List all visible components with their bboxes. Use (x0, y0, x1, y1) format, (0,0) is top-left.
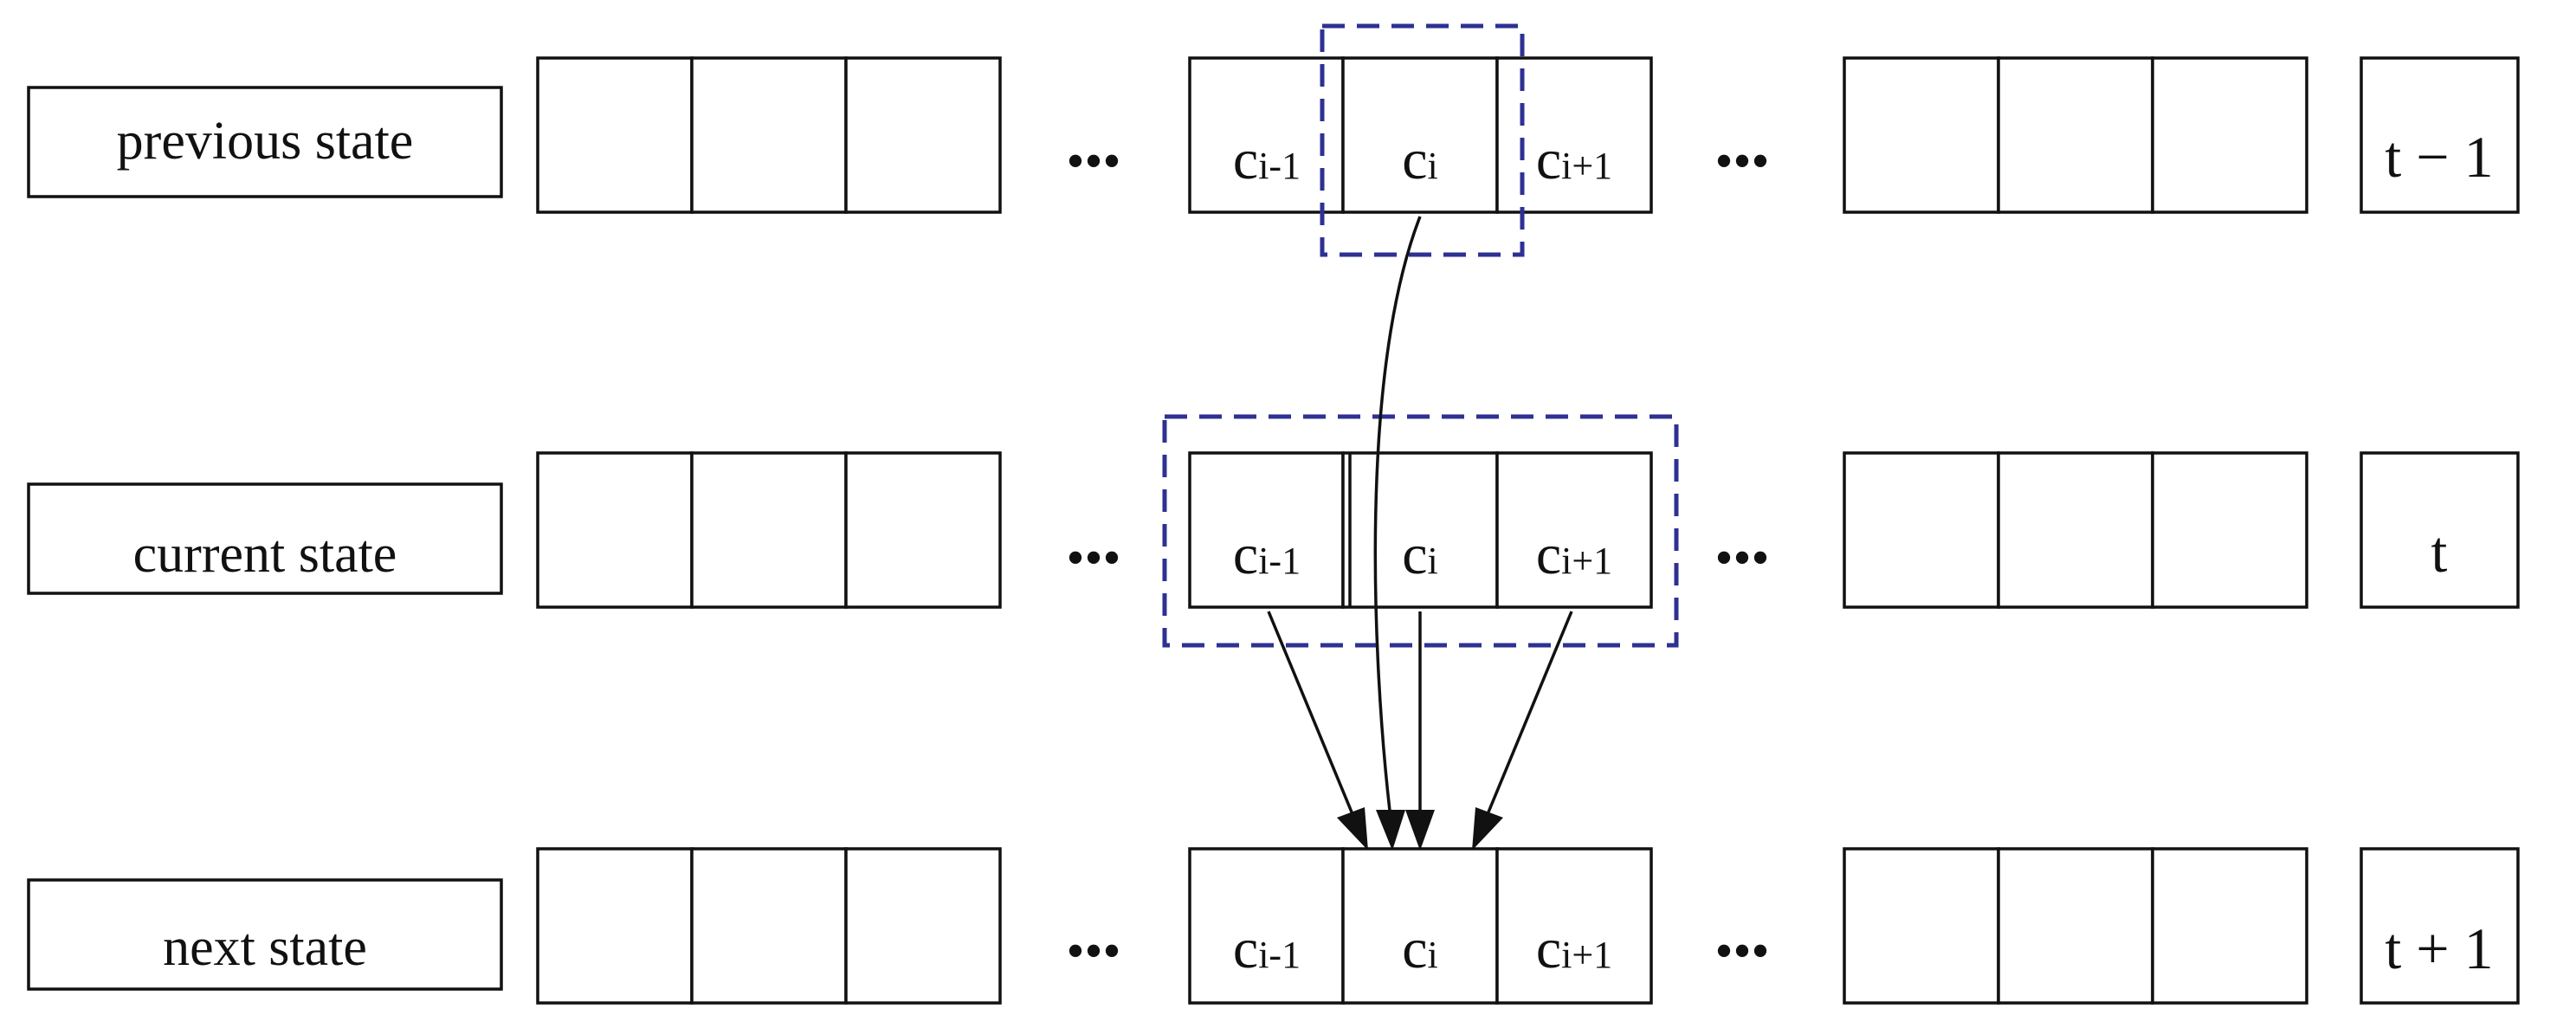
cell-c-i-plus-1 (1495, 451, 1653, 609)
cell (1843, 847, 2000, 1005)
state-label-box: previous state (27, 86, 503, 198)
ellipsis-left: ••• (1066, 133, 1120, 190)
cell (844, 847, 1002, 1005)
cell (844, 56, 1002, 214)
neighborhood-cells: ci-1 ci ci+1 (1188, 56, 1653, 214)
cell-label: ci+1 (1536, 523, 1612, 586)
arrow-previous-ci-to-next (1373, 216, 1422, 812)
cell (844, 451, 1002, 609)
arrowhead (1376, 810, 1405, 851)
cell-c-i-minus-1 (1188, 847, 1345, 1005)
cell (690, 847, 848, 1005)
arrowhead (1472, 807, 1503, 851)
time-label: t − 1 (2385, 124, 2493, 190)
cell (1997, 451, 2154, 609)
cell (2151, 56, 2308, 214)
left-cells (536, 56, 1002, 214)
state-label: previous state (117, 112, 414, 171)
previous-cell-highlight (1320, 23, 1525, 257)
cell (1843, 451, 2000, 609)
ellipsis-left: ••• (1066, 529, 1120, 586)
cell-label: ci (1402, 128, 1438, 191)
current-neighborhood-highlight (1162, 414, 1679, 648)
arrowhead (1337, 807, 1368, 851)
cell-label: ci (1402, 917, 1438, 980)
cell-c-i (1341, 56, 1499, 214)
time-label-box: t − 1 (2360, 56, 2520, 214)
cell-label: ci+1 (1536, 128, 1612, 191)
state-label-box: next state (27, 878, 503, 991)
arrow-current-ci-minus-1-to-next (1267, 611, 1354, 815)
cell (1997, 847, 2154, 1005)
state-label-box: current state (27, 482, 503, 595)
row-previous-state: previous state ••• ci-1 ci ci+1 ••• t − … (27, 56, 2520, 214)
cell (690, 56, 848, 214)
ellipsis-left: ••• (1066, 922, 1120, 980)
time-label: t (2431, 519, 2448, 585)
cell (1843, 56, 2000, 214)
cell-label: ci (1402, 523, 1438, 586)
row-current-state: current state ••• ci-1 ci ci+1 ••• t (27, 451, 2520, 609)
state-label: next state (163, 918, 367, 977)
cell (2151, 847, 2308, 1005)
cell (536, 451, 694, 609)
cell-label: ci-1 (1233, 917, 1301, 980)
neighborhood-cells: ci-1 ci ci+1 (1188, 451, 1653, 609)
right-cells (1843, 847, 2308, 1005)
cell (536, 56, 694, 214)
cell-c-i-minus-1 (1188, 56, 1345, 214)
ellipsis-right: ••• (1714, 529, 1769, 586)
state-label: current state (133, 525, 397, 584)
right-cells (1843, 451, 2308, 609)
transition-arrows (1267, 216, 1573, 851)
time-label: t + 1 (2385, 915, 2493, 981)
cell (536, 847, 694, 1005)
cell-label: ci+1 (1536, 917, 1612, 980)
cell (690, 451, 848, 609)
left-cells (536, 847, 1002, 1005)
right-cells (1843, 56, 2308, 214)
left-cells (536, 451, 1002, 609)
ellipsis-right: ••• (1714, 133, 1769, 190)
cell-label: ci-1 (1233, 523, 1301, 586)
cell-c-i (1341, 451, 1499, 609)
neighborhood-cells: ci-1 ci ci+1 (1188, 847, 1653, 1005)
row-next-state: next state ••• ci-1 ci ci+1 ••• t + 1 (27, 847, 2520, 1005)
time-label-box: t (2360, 451, 2520, 609)
cell-c-i-minus-1 (1188, 451, 1345, 609)
arrow-current-ci-plus-1-to-next (1486, 611, 1573, 815)
arrowhead (1405, 810, 1435, 851)
cell (2151, 451, 2308, 609)
cell-c-i-plus-1 (1495, 847, 1653, 1005)
time-label-box: t + 1 (2360, 847, 2520, 1005)
cell-label: ci-1 (1233, 128, 1301, 191)
ellipsis-right: ••• (1714, 922, 1769, 980)
cell (1997, 56, 2154, 214)
